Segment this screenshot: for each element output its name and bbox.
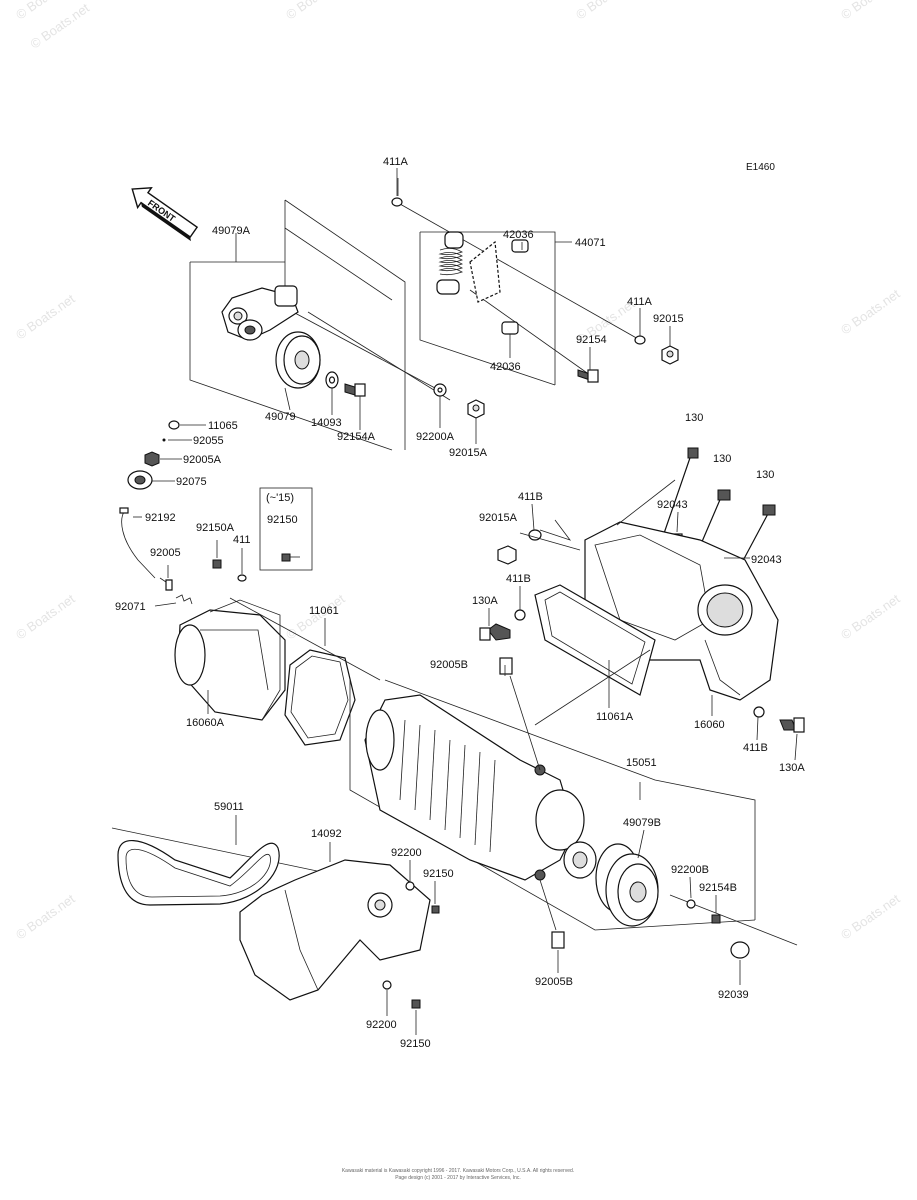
label-92200-b: 92200 (366, 1019, 397, 1031)
housing-16060a (174, 597, 381, 746)
belt-and-cover (117, 815, 440, 1009)
label-92043-a: 92043 (657, 499, 688, 511)
label-411b-b: 411B (506, 573, 531, 585)
label-44071: 44071 (575, 237, 606, 249)
label-92192: 92192 (145, 512, 176, 524)
watermark-text: © Boats.net (13, 591, 78, 643)
footer-copyright: Kawasaki material is Kawasaki copyright … (342, 1168, 574, 1174)
label-92150-box: 92150 (267, 514, 298, 526)
label-49079a: 49079A (212, 225, 251, 237)
diagram-code: E1460 (746, 162, 775, 173)
label-92043-b: 92043 (751, 554, 782, 566)
label-42036-bottom: 42036 (490, 361, 521, 373)
label-92154: 92154 (576, 334, 607, 346)
label-92075: 92075 (176, 476, 207, 488)
label-130-b: 130 (713, 453, 731, 465)
label-92005a: 92005A (183, 454, 222, 466)
front-arrow-icon: FRONT (131, 187, 199, 242)
label-92154b: 92154B (699, 882, 737, 894)
label-92071: 92071 (115, 601, 146, 613)
tensioner-assembly (189, 199, 485, 451)
label-411a-right: 411A (627, 296, 653, 308)
label-411b-c: 411B (743, 742, 768, 754)
label-130a-b: 130A (779, 762, 805, 774)
watermark-text: © Boats.net (13, 891, 78, 943)
label-14092: 14092 (311, 828, 342, 840)
label-59011: 59011 (214, 801, 244, 813)
label-411: 411 (233, 534, 251, 546)
spring-92071 (175, 594, 193, 605)
supercharger-15051 (111, 657, 798, 959)
shock-assembly (391, 178, 679, 386)
label-92150-a: 92150 (423, 868, 454, 880)
label-14093: 14093 (311, 417, 342, 429)
watermark-text: © Boats.net (573, 0, 638, 22)
label-49079: 49079 (265, 411, 296, 423)
label-92150-b: 92150 (400, 1038, 431, 1050)
label-92154a: 92154A (337, 431, 376, 443)
label-411a-top: 411A (383, 156, 409, 168)
label-92005b-top: 92005B (430, 659, 468, 671)
watermark-text: © Boats.net (283, 0, 348, 22)
watermark-text: © Boats.net (13, 291, 78, 343)
watermark-text: © Boats.net (838, 286, 903, 338)
watermark-text: © Boats.net (838, 891, 903, 943)
label-92005b-bottom: 92005B (535, 976, 573, 988)
housing-16060 (479, 447, 805, 733)
label-11065: 11065 (208, 420, 238, 432)
label-92150a: 92150A (196, 522, 235, 534)
label-92200b: 92200B (671, 864, 709, 876)
spring-coil (438, 248, 463, 276)
leader-lines (207, 168, 798, 1035)
label-92200-a: 92200 (391, 847, 422, 859)
label-92015: 92015 (653, 313, 684, 325)
label-49079b: 49079B (623, 817, 661, 829)
label-130-c: 130 (756, 469, 774, 481)
label-130-a: 130 (685, 412, 703, 424)
footer-design: Page design (c) 2001 - 2017 by Interacti… (395, 1175, 521, 1181)
label-92015a-mid: 92015A (479, 512, 518, 524)
label-16060: 16060 (694, 719, 725, 731)
label-15051: 15051 (626, 757, 657, 769)
sensor-parts (119, 420, 313, 607)
label-411b-a: 411B (518, 491, 543, 503)
part-labels: 411A 42036 44071 49079A 411A 92015 92154… (115, 156, 805, 1050)
watermark-text: © Boats.net (838, 0, 903, 22)
label-11061a: 11061A (596, 711, 634, 723)
label-42036-top: 42036 (503, 229, 534, 241)
label-92005: 92005 (150, 547, 181, 559)
label-92200a: 92200A (416, 431, 455, 443)
watermark-text: © Boats.net (838, 591, 903, 643)
label-130a-a: 130A (472, 595, 498, 607)
label-92039: 92039 (718, 989, 749, 1001)
label-92055: 92055 (193, 435, 224, 447)
label-16060a: 16060A (186, 717, 225, 729)
label-15-note: (~'15) (266, 492, 294, 504)
label-92015a-top: 92015A (449, 447, 488, 459)
label-11061: 11061 (309, 605, 339, 617)
fins (399, 719, 496, 853)
